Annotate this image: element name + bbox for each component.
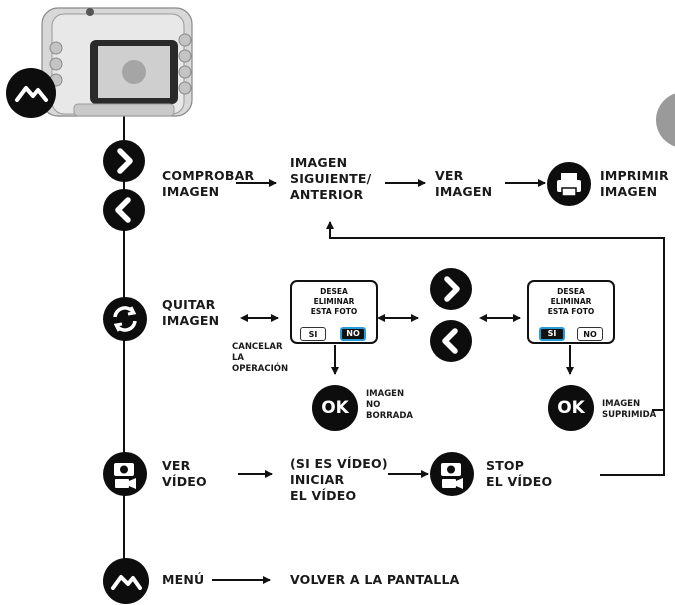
video-camera-icon[interactable] (103, 452, 147, 496)
chevron-right-icon[interactable] (430, 268, 472, 310)
menu-label: MENÚ (162, 572, 205, 587)
delete-confirm-dialog: DESEA ELIMINAR ESTA FOTO SI NO (290, 280, 378, 344)
no-option-selected[interactable]: NO (340, 327, 366, 341)
chevron-left-icon[interactable] (103, 189, 145, 231)
no-option[interactable]: NO (577, 327, 603, 341)
dialog-question: DESEA ELIMINAR ESTA FOTO (310, 287, 358, 316)
delete-cycle-icon[interactable] (103, 297, 147, 341)
yes-option[interactable]: SI (300, 327, 326, 341)
mountain-icon (6, 68, 56, 118)
chevron-right-icon[interactable] (103, 140, 145, 182)
side-tab (656, 92, 675, 148)
dialog-question: DESEA ELIMINAR ESTA FOTO (547, 287, 595, 316)
video-camera-icon (430, 452, 474, 496)
ok-button[interactable]: OK (548, 385, 594, 431)
mountain-icon[interactable] (103, 558, 149, 604)
camera-illustration (41, 7, 193, 117)
delete-confirm-dialog: DESEA ELIMINAR ESTA FOTO SI NO (527, 280, 615, 344)
ok-button[interactable]: OK (312, 385, 358, 431)
chevron-left-icon[interactable] (430, 320, 472, 362)
yes-option-selected[interactable]: SI (539, 327, 565, 341)
printer-icon (547, 162, 591, 206)
return-to-screen-label: VOLVER A LA PANTALLA (290, 572, 460, 587)
